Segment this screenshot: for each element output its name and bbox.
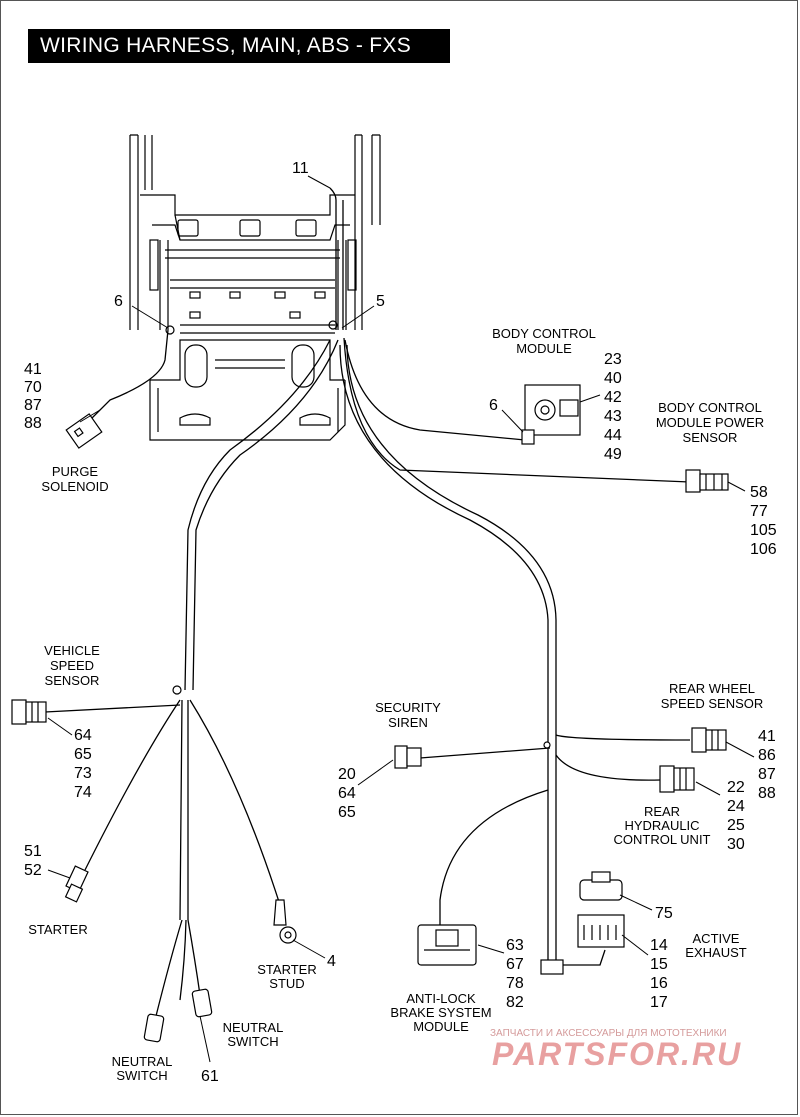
vss-connector (11, 699, 47, 725)
callout-exhaust-4: 17 (650, 994, 668, 1011)
callout-exhaust-cap: 75 (655, 905, 673, 922)
callout-hcu-1: 22 (727, 779, 745, 796)
label-hcu-3: CONTROL UNIT (613, 832, 710, 847)
callout-siren-1: 20 (338, 766, 356, 783)
hcu-connector (659, 765, 695, 793)
callout-hcu-4: 30 (727, 836, 745, 853)
harness-clamp (172, 685, 564, 975)
label-starter: STARTER (28, 922, 87, 937)
label-hcu-1: REAR (644, 804, 680, 819)
label-exhaust-1: ACTIVE (693, 931, 740, 946)
main-harness (44, 187, 691, 1021)
callout-bcm-power-4: 106 (750, 541, 777, 558)
label-bcm-1: BODY CONTROL (492, 326, 596, 341)
label-purge-2: SOLENOID (41, 479, 108, 494)
label-purge-1: PURGE (52, 464, 99, 479)
starter-stud-ring (273, 899, 297, 944)
label-bcm-2: MODULE (516, 341, 572, 356)
abs-module-connector (417, 924, 477, 966)
label-rws-2: SPEED SENSOR (661, 696, 764, 711)
callout-exhaust-1: 14 (650, 937, 668, 954)
label-starter-stud-1: STARTER (257, 962, 316, 977)
component-labels: PURGE SOLENOID BODY CONTROL MODULE BODY … (28, 326, 764, 1083)
callout-bcm-3: 42 (604, 389, 622, 406)
callout-purge-4: 88 (24, 415, 42, 432)
label-abs-1: ANTI-LOCK (406, 991, 476, 1006)
callout-vss-4: 74 (74, 784, 92, 801)
callout-bcm-2: 40 (604, 370, 622, 387)
watermark-tagline: ЗАПЧАСТИ И АКСЕССУАРЫ ДЛЯ МОТОТЕХНИКИ (490, 1028, 727, 1039)
callout-rws-4: 88 (758, 785, 776, 802)
label-neutral-left-1: NEUTRAL (112, 1054, 173, 1069)
callout-vss-2: 65 (74, 746, 92, 763)
callout-exhaust-2: 15 (650, 956, 668, 973)
bcm-module (521, 384, 581, 445)
label-hcu-2: HYDRAULIC (624, 818, 699, 833)
watermark: ЗАПЧАСТИ И АКСЕССУАРЫ ДЛЯ МОТОТЕХНИКИ PA… (490, 1028, 742, 1072)
callout-bcm-5: 44 (604, 427, 622, 444)
callout-rws-2: 86 (758, 747, 776, 764)
callout-starter-2: 52 (24, 862, 42, 879)
callout-harness: 11 (292, 160, 309, 177)
callout-neutral: 61 (201, 1068, 219, 1085)
callout-abs-4: 82 (506, 994, 524, 1011)
callout-bcm-1: 23 (604, 351, 622, 368)
label-abs-3: MODULE (413, 1019, 469, 1034)
watermark-brand: PARTSFOR.RU (492, 1036, 742, 1072)
callout-bcm-power-2: 77 (750, 503, 768, 520)
callout-siren-2: 64 (338, 785, 356, 802)
label-starter-stud-2: STUD (269, 976, 304, 991)
callout-abs-1: 63 (506, 937, 524, 954)
callout-hcu-3: 25 (727, 817, 745, 834)
callout-bcm-4: 43 (604, 408, 622, 425)
callout-rws-3: 87 (758, 766, 776, 783)
purge-solenoid-connector (65, 413, 103, 449)
neutral-switch-terminals (143, 988, 213, 1043)
label-abs-2: BRAKE SYSTEM (390, 1005, 491, 1020)
callout-rws-1: 41 (758, 728, 776, 745)
callout-vss-1: 64 (74, 727, 92, 744)
label-neutral-right-1: NEUTRAL (223, 1020, 284, 1035)
battery-tray-frame (129, 134, 381, 441)
callout-bcm-fastener: 6 (489, 397, 498, 414)
label-neutral-left-2: SWITCH (116, 1068, 167, 1083)
label-siren-2: SIREN (388, 715, 428, 730)
label-exhaust-2: EXHAUST (685, 945, 746, 960)
rws-connector (691, 727, 727, 753)
label-vss-2: SPEED (50, 658, 94, 673)
callout-left-fastener: 6 (114, 293, 123, 310)
callout-starter-1: 51 (24, 843, 42, 860)
callout-hcu-2: 24 (727, 798, 745, 815)
label-bcm-power-2: MODULE POWER (656, 415, 764, 430)
label-vss-3: SENSOR (45, 673, 100, 688)
callout-purge-1: 41 (24, 361, 42, 378)
callout-bcm-power-1: 58 (750, 484, 768, 501)
callout-purge-2: 70 (24, 379, 42, 396)
callout-vss-3: 73 (74, 765, 92, 782)
callout-starter-stud: 4 (327, 953, 336, 970)
diagram-title: WIRING HARNESS, MAIN, ABS - FXS (28, 29, 450, 63)
bcm-power-sensor-connector (685, 469, 729, 493)
callout-siren-3: 65 (338, 804, 356, 821)
label-rws-1: REAR WHEEL (669, 681, 755, 696)
callout-bcm-6: 49 (604, 446, 622, 463)
label-siren-1: SECURITY (375, 700, 441, 715)
label-vss-1: VEHICLE (44, 643, 100, 658)
label-neutral-right-2: SWITCH (227, 1034, 278, 1049)
callout-bcm-power-3: 105 (750, 522, 777, 539)
callout-abs-2: 67 (506, 956, 524, 973)
callout-purge-3: 87 (24, 397, 42, 414)
label-bcm-power-3: SENSOR (683, 430, 738, 445)
starter-connector (64, 865, 89, 903)
label-bcm-power-1: BODY CONTROL (658, 400, 762, 415)
active-exhaust-connector (577, 871, 625, 948)
callout-right-fastener: 5 (376, 293, 385, 310)
callout-exhaust-3: 16 (650, 975, 668, 992)
callout-abs-3: 78 (506, 975, 524, 992)
leader-lines (47, 175, 755, 1063)
callout-numbers: 11 6 5 6 41 70 87 88 23 40 42 43 44 49 5… (24, 160, 777, 1085)
security-siren-connector (394, 745, 422, 769)
